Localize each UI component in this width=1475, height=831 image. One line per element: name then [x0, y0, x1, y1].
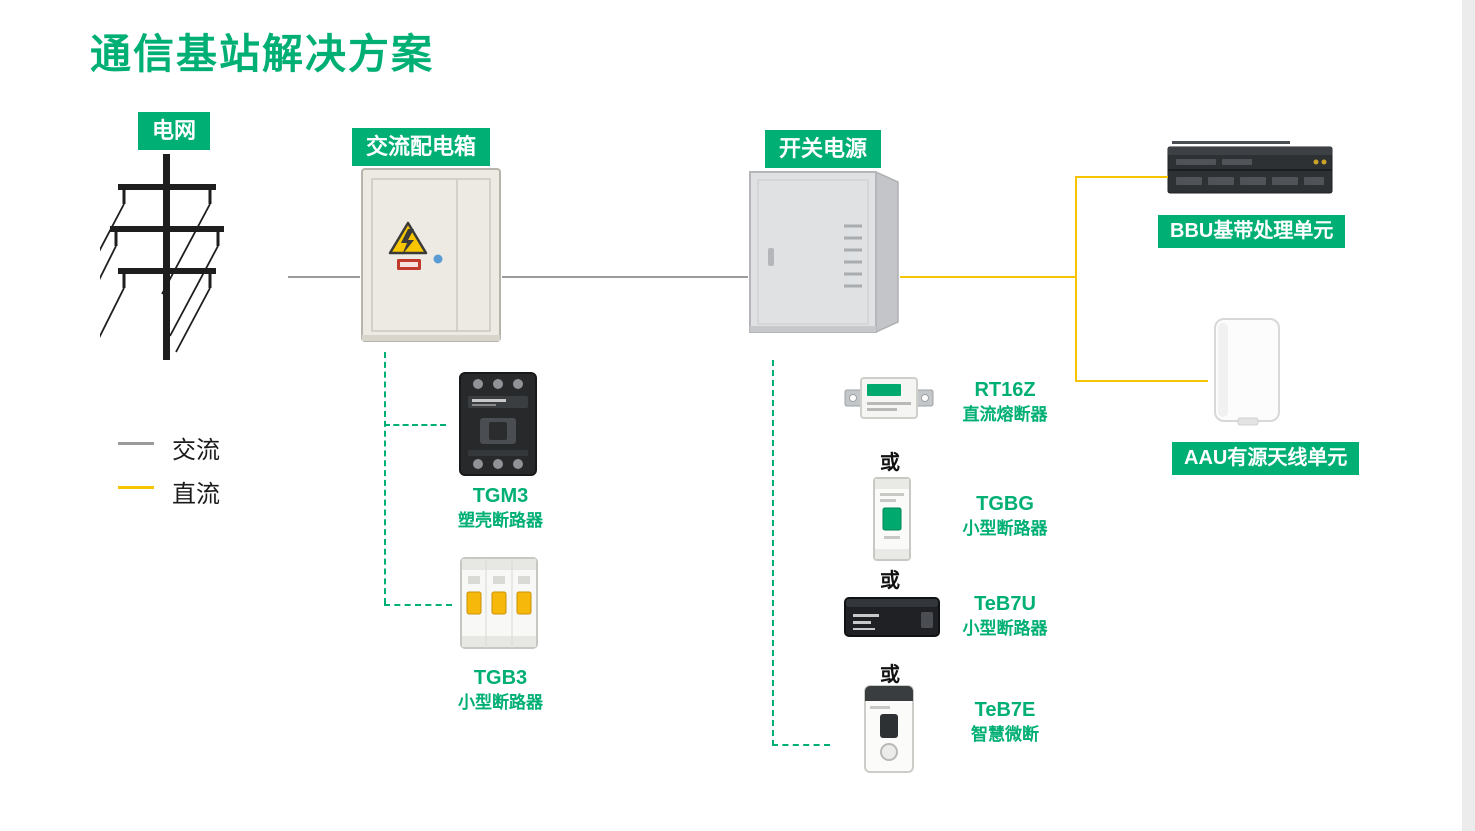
legend-ac-line — [118, 442, 154, 445]
product-desc: 塑壳断路器 — [458, 511, 543, 530]
product-desc: 小型断路器 — [458, 693, 543, 712]
product-desc: 直流熔断器 — [962, 405, 1048, 424]
tgb3-label: TGB3 小型断路器 — [428, 666, 573, 713]
grid-badge: 电网 — [138, 112, 211, 150]
ac-distribution-box-image — [360, 167, 502, 347]
teb7e-image — [856, 684, 922, 774]
teb7e-label: TeB7E 智慧微断 — [930, 698, 1080, 745]
dc-line-to-bbu — [1075, 176, 1168, 178]
tgb3-image — [456, 556, 542, 650]
ac-products-dash-tgb3 — [384, 604, 452, 606]
ac-line-grid-to-box — [288, 276, 360, 278]
ac-distribution-box-badge: 交流配电箱 — [352, 128, 491, 166]
bbu-image — [1166, 137, 1334, 201]
teb7u-label: TeB7U 小型断路器 — [930, 592, 1080, 639]
dc-products-dash-vertical — [772, 360, 774, 746]
aau-badge: AAU有源天线单元 — [1172, 442, 1360, 475]
or-label: 或 — [880, 570, 900, 592]
dc-line-psu-out — [900, 276, 1077, 278]
ac-line-box-to-psu — [502, 276, 748, 278]
product-name: RT16Z — [974, 379, 1036, 401]
bbu-badge: BBU基带处理单元 — [1158, 215, 1346, 248]
product-name: TeB7E — [974, 699, 1036, 721]
product-desc: 小型断路器 — [962, 619, 1048, 638]
tgm3-image — [450, 370, 546, 478]
dc-products-dash-branch — [772, 744, 830, 746]
or-label: 或 — [880, 664, 900, 686]
product-name: TGBG — [976, 493, 1034, 515]
ac-products-dash-vertical — [384, 352, 386, 604]
page-title: 通信基站解决方案 — [90, 31, 434, 77]
aau-image — [1212, 317, 1284, 427]
ac-products-dash-tgm3 — [384, 424, 446, 426]
legend-ac-label: 交流 — [172, 437, 220, 464]
rt16z-label: RT16Z 直流熔断器 — [930, 378, 1080, 425]
tgbg-label: TGBG 小型断路器 — [930, 492, 1080, 539]
power-tower-icon — [100, 150, 235, 365]
legend-dc-label: 直流 — [172, 481, 220, 508]
slide-edge-strip — [1462, 0, 1475, 831]
product-name: TGB3 — [473, 667, 528, 689]
product-name: TeB7U — [974, 593, 1036, 615]
or-label: 或 — [880, 452, 900, 474]
switching-power-image — [748, 168, 900, 336]
rt16z-image — [843, 366, 935, 430]
dc-line-split — [1075, 176, 1077, 382]
product-name: TGM3 — [472, 485, 529, 507]
product-desc: 智慧微断 — [971, 725, 1039, 744]
switching-power-badge: 开关电源 — [765, 130, 882, 168]
product-desc: 小型断路器 — [962, 519, 1048, 538]
dc-line-to-aau — [1075, 380, 1208, 382]
tgm3-label: TGM3 塑壳断路器 — [428, 484, 573, 531]
teb7u-image — [843, 588, 941, 642]
tgbg-image — [862, 476, 922, 562]
legend-dc-line — [118, 486, 154, 489]
